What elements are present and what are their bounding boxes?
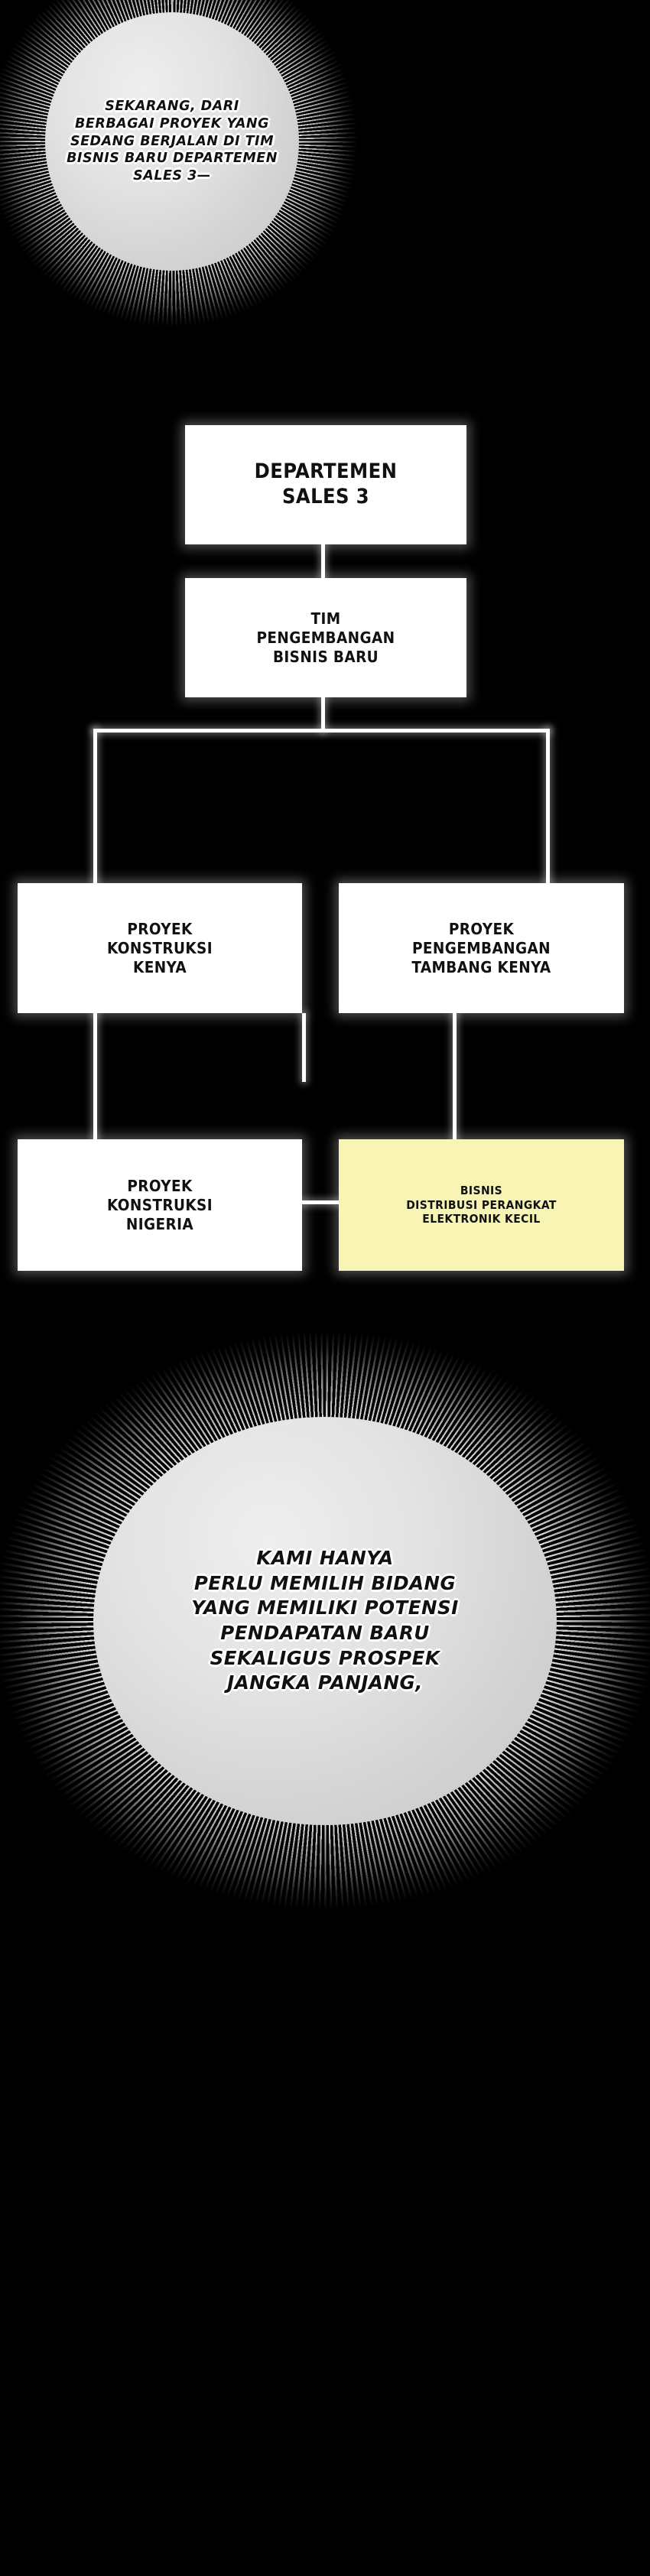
connector-team-down [321,697,325,732]
bottom-speech-bubble: KAMI HANYA PERLU MEMILIH BIDANG YANG MEM… [0,1330,650,1910]
connector-to-konstruksi-kenya [93,729,97,885]
org-node-proyek-konstruksi-nigeria[interactable]: PROYEK KONSTRUKSI NIGERIA [18,1139,302,1271]
connector-mid-link [302,1200,340,1204]
org-node-departemen-sales-3[interactable]: DEPARTEMEN SALES 3 [185,425,466,544]
org-node-tim-pengembangan-bisnis-baru[interactable]: TIM PENGEMBANGAN BISNIS BARU [185,578,466,697]
top-bubble-body: SEKARANG, DARI BERBAGAI PROYEK YANG SEDA… [45,12,299,271]
org-chart: DEPARTEMEN SALES 3 TIM PENGEMBANGAN BISN… [18,425,624,1271]
connector-to-tambang-kenya [546,729,550,885]
connector-horizontal-bar [93,729,550,733]
connector-to-bisnis-distribusi [453,1012,457,1141]
bottom-bubble-body: KAMI HANYA PERLU MEMILIH BIDANG YANG MEM… [93,1417,557,1825]
connector-dept-to-team [321,544,325,580]
bottom-bubble-text: KAMI HANYA PERLU MEMILIH BIDANG YANG MEM… [191,1547,459,1694]
connector-to-konstruksi-nigeria [93,1012,97,1141]
org-node-bisnis-distribusi-perangkat-elektronik-kecil[interactable]: BISNIS DISTRIBUSI PERANGKAT ELEKTRONIK K… [339,1139,624,1271]
top-speech-bubble: SEKARANG, DARI BERBAGAI PROYEK YANG SEDA… [0,0,358,327]
connector-mid-stub [302,1013,306,1082]
org-node-proyek-konstruksi-kenya[interactable]: PROYEK KONSTRUKSI KENYA [18,883,302,1013]
top-bubble-text: SEKARANG, DARI BERBAGAI PROYEK YANG SEDA… [67,99,278,184]
org-node-proyek-pengembangan-tambang-kenya[interactable]: PROYEK PENGEMBANGAN TAMBANG KENYA [339,883,624,1013]
